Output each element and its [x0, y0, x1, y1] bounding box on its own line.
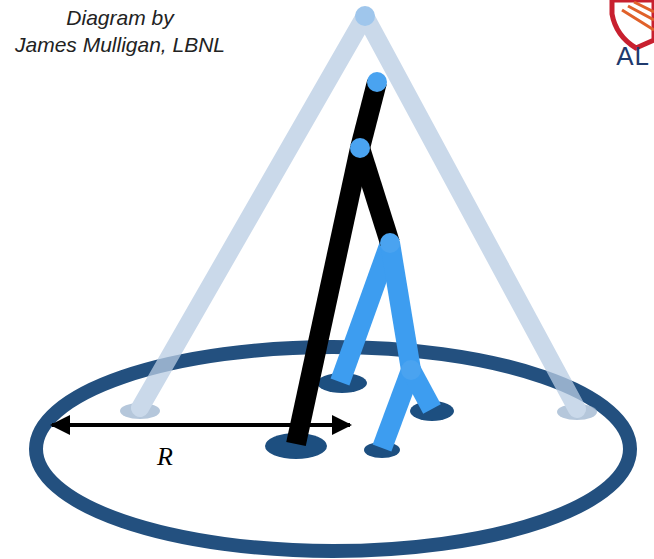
radius-label: R	[157, 442, 173, 472]
logo-shield	[612, 0, 654, 48]
groomed-jet	[296, 82, 390, 444]
angle-arc	[366, 188, 381, 193]
blue-splittings	[340, 243, 432, 448]
pale-cone	[120, 6, 597, 420]
split-nodes	[350, 72, 421, 380]
logo-text: AL	[616, 42, 650, 72]
radius-arrow	[52, 423, 350, 427]
credit-text: Diagram by	[66, 6, 173, 30]
credit-text: James Mulligan, LBNL	[15, 33, 225, 57]
